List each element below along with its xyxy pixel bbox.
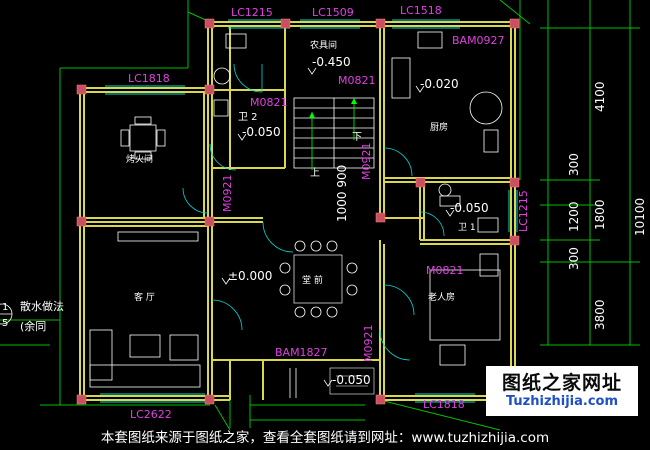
dimension-4100: 4100	[593, 81, 607, 112]
door-label-bam1827: BAM1827	[275, 346, 328, 359]
window-label-lc1215-top: LC1215	[231, 6, 273, 19]
room-name-living: 客 厅	[134, 291, 155, 303]
elevation-kitchen: -0.020	[420, 77, 459, 91]
dimension-1200: 1200	[567, 201, 581, 232]
door-swings	[182, 63, 445, 398]
door-label-m0821-right: M0821	[426, 264, 464, 277]
detail-callout	[0, 303, 13, 325]
room-name-bath2: 卫 2	[238, 112, 258, 123]
window-label-lc1818-bottom: LC1818	[423, 398, 465, 411]
dimension-1800: 1800	[593, 199, 607, 230]
footer-source-note: 本套图纸来源于图纸之家，查看全套图纸请到网址：www.tuzhizhijia.c…	[100, 430, 550, 446]
window-label-lc1818: LC1818	[128, 72, 170, 85]
window-lines	[100, 19, 518, 403]
elevation-markers	[221, 67, 455, 387]
dimension-300-upper: 300	[567, 153, 581, 176]
watermark-title: 图纸之家网址	[501, 372, 622, 394]
furniture	[89, 31, 503, 388]
window-label-lc2622: LC2622	[130, 408, 172, 421]
elevation-bath1: -0.050	[450, 201, 489, 215]
door-label-bam0927: BAM0927	[452, 34, 505, 47]
window-label-lc1518: LC1518	[400, 4, 442, 17]
elevation-entry: -0.050	[332, 373, 371, 387]
callout-number-top: 1	[2, 302, 8, 313]
columns	[76, 18, 520, 405]
door-label-m0821-bath: M0821	[250, 96, 288, 109]
room-name-storage: 农具间	[310, 39, 337, 51]
dimension-10100: 10100	[633, 198, 647, 236]
callout-number-bottom: 5	[2, 318, 8, 329]
room-name-kitchen: 厨房	[430, 121, 448, 133]
dimension-3800: 3800	[593, 299, 607, 330]
door-label-m0921-bottom: M0921	[362, 325, 375, 363]
stair-up-label: 上	[310, 167, 320, 179]
entry-hatch	[329, 367, 375, 395]
stair-down-label: 下	[352, 132, 362, 143]
watermark-badge: 图纸之家网址 Tuzhizhijia.com	[486, 366, 638, 416]
door-label-m0821-storage: M0821	[338, 74, 376, 87]
stair-dimensions: 1000 900	[335, 165, 349, 222]
elevation-bath2: -0.050	[242, 125, 281, 139]
room-name-elder: 老人房	[428, 291, 455, 303]
window-label-lc1215-side: LC1215	[517, 190, 530, 232]
site-lines	[0, 0, 640, 431]
dimension-300-lower: 300	[567, 247, 581, 270]
drainage-label: 散水做法	[20, 299, 64, 313]
watermark-url: Tuzhizhijia.com	[505, 394, 619, 409]
door-label-m0921-left: M0921	[221, 175, 234, 213]
elevation-living: ±0.000	[228, 269, 272, 283]
room-name-dining: 堂 前	[302, 274, 323, 286]
drainage-note: (余同	[20, 319, 46, 333]
elevation-storage: -0.450	[312, 55, 351, 69]
window-label-lc1509: LC1509	[312, 6, 354, 19]
door-label-m0921-stair: M0921	[360, 143, 373, 181]
room-name-bath1: 卫 1	[458, 223, 476, 233]
room-name-fire-room: 烤火间	[126, 153, 153, 165]
stair	[293, 97, 375, 170]
